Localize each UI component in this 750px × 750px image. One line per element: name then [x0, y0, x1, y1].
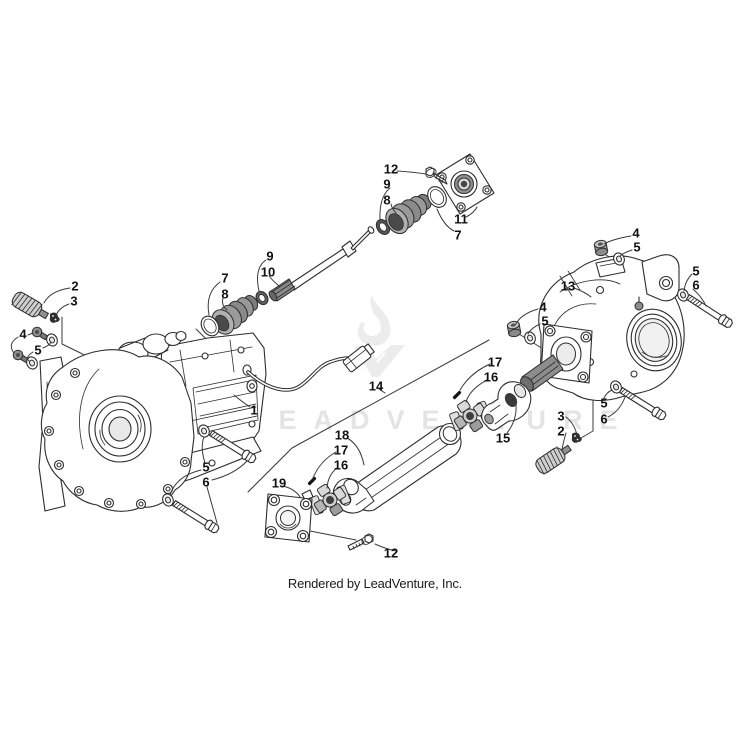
callout-5: 5	[541, 314, 548, 329]
callout-2: 2	[557, 424, 564, 439]
callout-8: 8	[383, 193, 390, 208]
front-outer-cv-flange-drawing	[375, 153, 495, 235]
lower-snap-ring-drawing	[307, 476, 317, 486]
footer-credit-text: Rendered by LeadVenture, Inc.	[287, 576, 463, 591]
callout-4: 4	[19, 327, 27, 342]
watermark-text: LEADVENTURE	[245, 405, 635, 435]
washer-drawing	[44, 331, 60, 349]
wire-connector	[342, 343, 375, 373]
callout-9: 9	[383, 177, 390, 192]
callout-12: 12	[384, 546, 398, 561]
rear-detent-spring-drawing	[533, 440, 575, 477]
callout-19: 19	[272, 476, 286, 491]
callout-4: 4	[539, 300, 547, 315]
callout-13: 13	[561, 279, 575, 294]
callout-2: 2	[71, 279, 78, 294]
callout-7: 7	[221, 271, 228, 286]
callout-6: 6	[202, 475, 209, 490]
callout-5: 5	[600, 396, 607, 411]
callout-5: 5	[34, 343, 41, 358]
rear-yoke-drawing	[481, 381, 532, 431]
leader-lines	[10, 170, 707, 552]
callout-6: 6	[692, 278, 699, 293]
callout-6: 6	[600, 412, 607, 427]
callout-8: 8	[221, 287, 228, 302]
callout-12: 12	[384, 162, 398, 177]
callout-3: 3	[70, 294, 77, 309]
callout-18: 18	[335, 428, 349, 443]
callout-5: 5	[202, 460, 209, 475]
front-clamp-drawing	[49, 312, 60, 323]
prop-shaft-drawing	[332, 422, 462, 514]
callout-5: 5	[633, 240, 640, 255]
callout-3: 3	[557, 409, 564, 424]
rear-gearcase-drawing	[520, 254, 685, 402]
nut-drawing	[506, 319, 522, 339]
callout-7: 7	[454, 228, 461, 243]
wire-harness	[246, 343, 375, 392]
callout-4: 4	[632, 226, 640, 241]
right-snap-ring-drawing	[452, 390, 462, 400]
callout-10: 10	[261, 265, 275, 280]
callout-16: 16	[334, 458, 348, 473]
front-gearcase-bolt-lugs	[43, 367, 191, 510]
callout-9: 9	[266, 249, 273, 264]
watermark: LEADVENTURE	[245, 295, 635, 435]
callout-5: 5	[692, 264, 699, 279]
callout-11: 11	[454, 212, 468, 227]
callout-14: 14	[369, 379, 384, 394]
nut-drawing	[593, 238, 609, 258]
bolt-drawing	[170, 498, 221, 536]
front-inner-cv-joint-drawing	[200, 226, 375, 337]
callout-17: 17	[488, 355, 502, 370]
callout-1: 1	[250, 403, 257, 418]
bolt-drawing	[684, 292, 735, 330]
callout-16: 16	[484, 370, 498, 385]
callout-17: 17	[334, 443, 348, 458]
front-gearcase-drawing	[38, 330, 375, 512]
callout-15: 15	[496, 431, 510, 446]
prop-shaft-flange-drawing	[264, 489, 314, 543]
flange-bolt-drawing	[425, 166, 448, 185]
flange-bolt-lower-drawing	[347, 533, 374, 551]
front-detent-spring-drawing	[9, 289, 52, 324]
